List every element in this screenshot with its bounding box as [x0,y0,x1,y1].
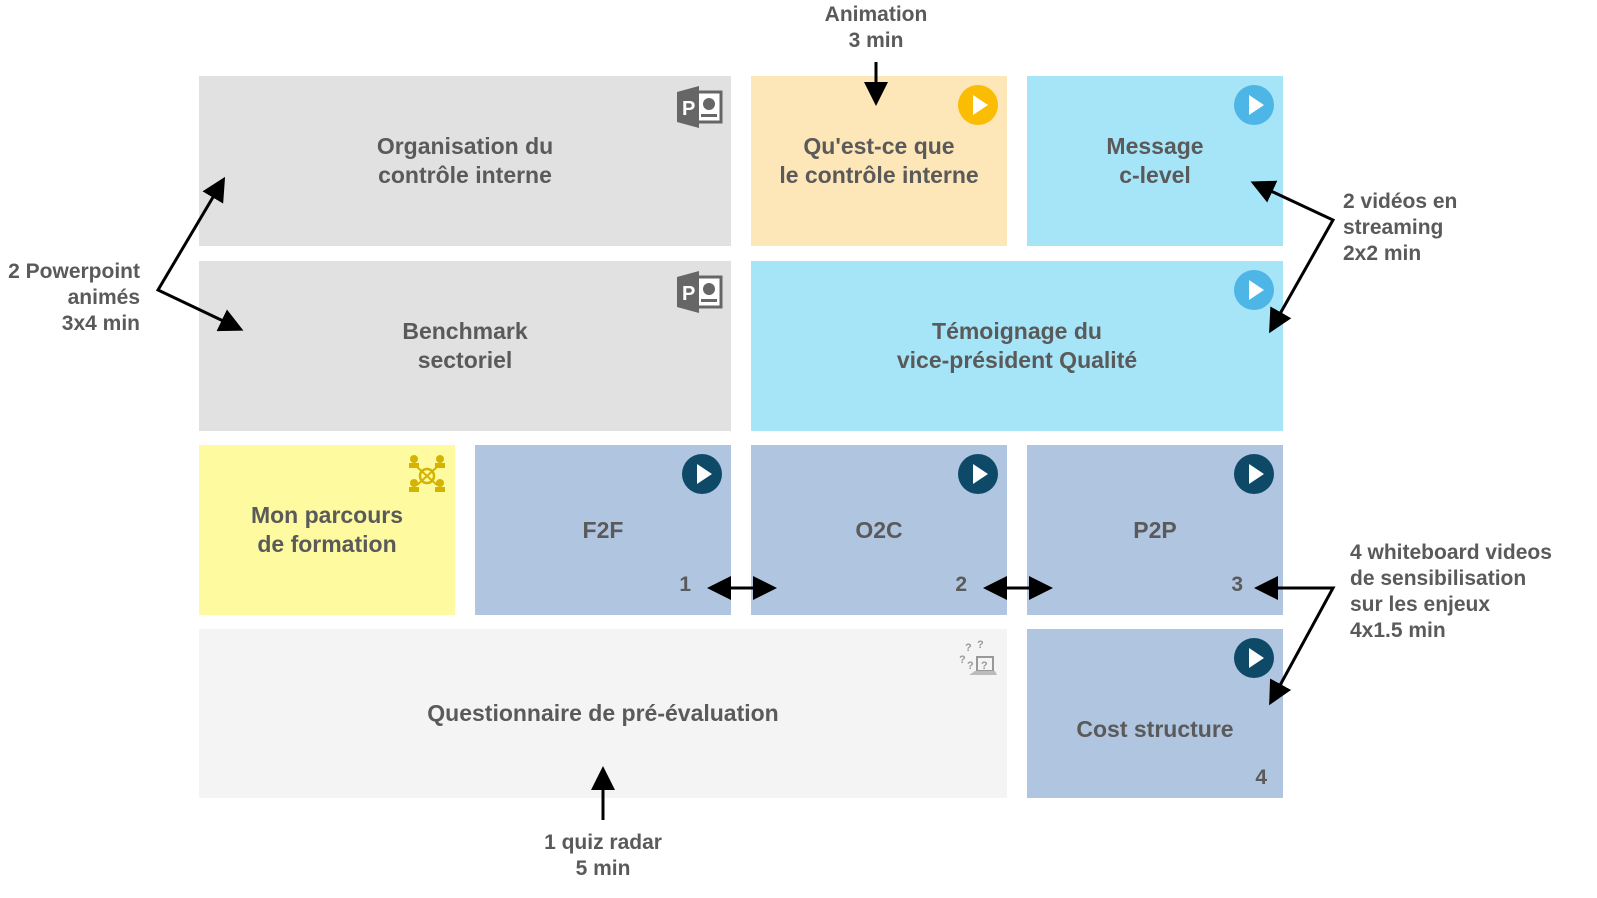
tile-parcours[interactable]: Mon parcours de formation [199,445,455,615]
note-powerpoint: 2 Powerpoint animés 3x4 min [8,260,140,335]
tile-label: Mon parcours de formation [250,502,404,557]
tile-message[interactable]: Message c-level [1027,76,1283,246]
video-number: 3 [1231,573,1243,596]
tile-o2c[interactable]: O2C 2 [751,445,1007,615]
video-number: 1 [679,573,691,596]
tile-temoignage[interactable]: Témoignage du vice-président Qualité [751,261,1283,431]
powerpoint-icon: P [677,271,723,313]
question-laptop-icon: ????? [959,639,997,675]
tile-p2p[interactable]: P2P 3 [1027,445,1283,615]
play-icon[interactable] [958,85,998,125]
tile-label: Organisation du contrôle interne [376,133,554,188]
play-icon[interactable] [958,454,998,494]
svg-text:?: ? [977,639,984,651]
play-icon[interactable] [1234,638,1274,678]
tile-label: P2P [1133,516,1177,543]
svg-text:P: P [682,283,695,305]
tile-quest-ce[interactable]: Qu'est-ce que le contrôle interne [751,76,1007,246]
svg-text:?: ? [959,654,966,666]
tile-label: F2F [582,516,624,543]
video-number: 4 [1255,766,1267,789]
tile-label: Questionnaire de pré-évaluation [427,700,779,726]
svg-text:?: ? [967,660,974,672]
note-videos: 2 vidéos en streaming 2x2 min [1343,190,1458,265]
svg-text:?: ? [981,660,988,672]
powerpoint-icon: P [677,86,723,128]
note-whiteboard: 4 whiteboard videos de sensibilisation s… [1350,541,1552,642]
tile-cost[interactable]: Cost structure 4 [1027,629,1283,798]
note-quiz: 1 quiz radar 5 min [544,831,662,880]
play-icon[interactable] [1234,454,1274,494]
tile-organisation[interactable]: Organisation du contrôle interne P [199,76,731,246]
video-number: 2 [955,573,967,596]
tile-label: O2C [855,516,903,543]
note-animation: Animation 3 min [824,3,928,52]
svg-text:?: ? [965,642,972,654]
tile-label: Cost structure [1076,716,1234,742]
svg-text:P: P [682,98,695,120]
play-icon[interactable] [682,454,722,494]
tile-questionnaire[interactable]: Questionnaire de pré-évaluation ????? [199,629,1007,798]
tile-label: Benchmark sectoriel [402,318,528,373]
tile-benchmark[interactable]: Benchmark sectoriel P [199,261,731,431]
tile-label: Message c-level [1106,133,1204,188]
tile-f2f[interactable]: F2F 1 [475,445,731,615]
play-icon[interactable] [1234,85,1274,125]
tile-label: Témoignage du vice-président Qualité [896,318,1138,373]
network-people-icon [409,455,445,492]
tile-label: Qu'est-ce que le contrôle interne [779,133,979,188]
play-icon[interactable] [1234,270,1274,310]
